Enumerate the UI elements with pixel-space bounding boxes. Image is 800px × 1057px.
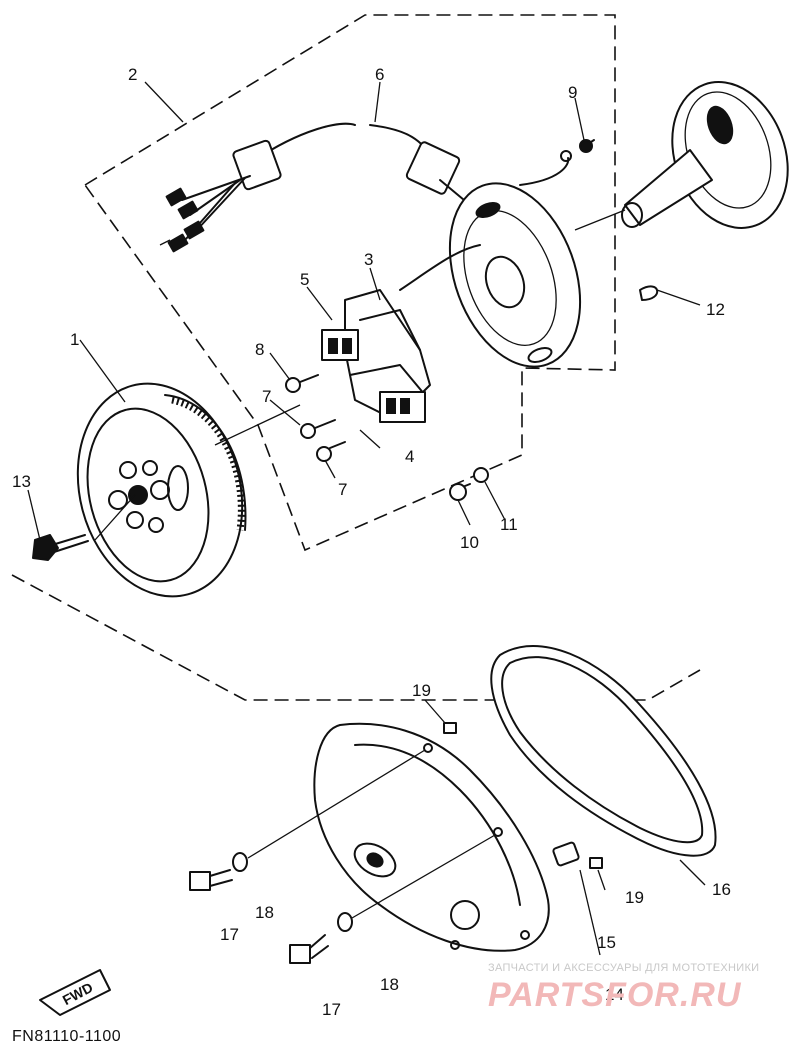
callout-4: 4 — [405, 447, 414, 466]
forward-arrow: FWD — [39, 969, 111, 1016]
callout-2: 2 — [128, 65, 137, 84]
callout-13: 13 — [12, 472, 31, 491]
cover-gasket — [490, 645, 717, 857]
diagram-code: FN81110-1100 — [12, 1028, 122, 1045]
screw-8 — [285, 374, 319, 393]
callout-19-upper: 19 — [412, 681, 431, 700]
washer-18-lower — [337, 912, 353, 932]
screw-7-upper — [300, 419, 336, 439]
bolt-17-upper — [189, 869, 233, 891]
callout-8: 8 — [255, 340, 264, 359]
callout-10: 10 — [460, 533, 479, 552]
crankshaft — [621, 81, 789, 229]
callout-17-upper: 17 — [220, 925, 239, 944]
callout-9: 9 — [568, 83, 577, 102]
brush-holder — [321, 289, 431, 423]
callout-14: 14 — [605, 985, 624, 1004]
callout-6: 6 — [375, 65, 384, 84]
washer-18-upper — [232, 852, 248, 872]
assembly-group-outline — [84, 14, 616, 552]
flywheel-rotor — [76, 382, 247, 598]
washer-11 — [473, 467, 489, 483]
callout-18-upper: 18 — [255, 903, 274, 922]
callout-15: 15 — [597, 933, 616, 952]
dowel-pin-15 — [552, 841, 580, 867]
crankcase-cover — [313, 722, 550, 952]
watermark-logo: PARTSFOR.RU — [488, 976, 742, 1014]
woodruff-key — [639, 285, 659, 301]
stator-lead — [399, 244, 481, 291]
callout-3: 3 — [364, 250, 373, 269]
callout-18-lower: 18 — [380, 975, 399, 994]
dowel-19-lower — [589, 857, 603, 869]
rotor-bolt — [32, 534, 89, 561]
flywheel-group-outline — [11, 574, 701, 701]
bolt-17-lower — [289, 934, 329, 964]
callout-12: 12 — [706, 300, 725, 319]
callout-16: 16 — [712, 880, 731, 899]
callout-leaders — [27, 81, 706, 956]
callout-17-lower: 17 — [322, 1000, 341, 1019]
callout-1: 1 — [70, 330, 79, 349]
callout-5: 5 — [300, 270, 309, 289]
callout-19-lower: 19 — [625, 888, 644, 907]
callout-7-lower: 7 — [338, 480, 347, 499]
callout-11: 11 — [500, 515, 518, 534]
stator-plate — [448, 150, 582, 368]
screw-7-lower — [316, 441, 346, 462]
wire-harness — [159, 122, 471, 253]
watermark-tagline: ЗАПЧАСТИ И АКСЕССУАРЫ ДЛЯ МОТОТЕХНИКИ — [488, 962, 760, 974]
dowel-19-upper — [443, 722, 457, 734]
callout-7-upper: 7 — [262, 387, 271, 406]
screw-10 — [449, 483, 471, 501]
screw-9 — [579, 139, 595, 153]
